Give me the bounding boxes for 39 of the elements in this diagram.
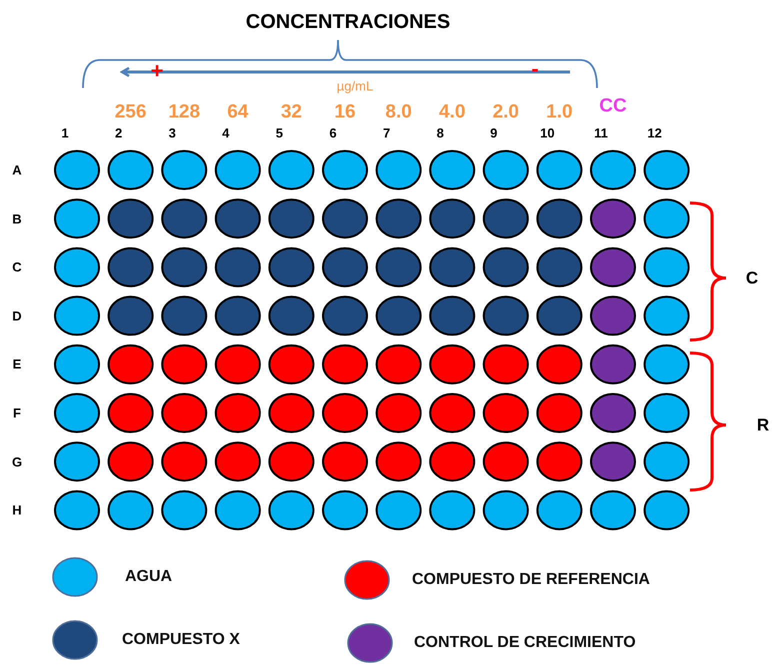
- row-letter: F: [13, 406, 21, 420]
- heading: CONCENTRACIONES: [246, 12, 450, 32]
- concentration-label: 128: [168, 102, 200, 122]
- row-letter: H: [12, 504, 22, 517]
- column-number: 3: [168, 126, 176, 140]
- row-letter: C: [12, 260, 22, 274]
- column-number: 8: [436, 126, 444, 140]
- column-number: 5: [276, 126, 283, 140]
- row-letter: B: [12, 212, 22, 226]
- column-number: 7: [382, 126, 390, 140]
- control-label: CC: [599, 96, 627, 116]
- concentration-label: 4.0: [438, 102, 466, 122]
- row-letter: D: [12, 309, 22, 322]
- column-number: 11: [594, 126, 608, 140]
- row-letter: E: [12, 358, 22, 371]
- legend-label: COMPUESTO X: [122, 631, 240, 649]
- group-label: R: [756, 416, 770, 434]
- column-number: 9: [490, 126, 498, 140]
- legend-label: CONTROL DE CRECIMIENTO: [414, 634, 636, 652]
- column-number: 12: [647, 126, 662, 140]
- group-label: C: [746, 270, 758, 286]
- legend-label: COMPUESTO DE REFERENCIA: [412, 571, 650, 589]
- unit-label: µg/mL: [336, 80, 374, 92]
- column-number: 4: [222, 126, 230, 140]
- concentration-label: 8.0: [385, 102, 412, 122]
- concentration-label: 256: [114, 102, 146, 122]
- column-number: 6: [329, 126, 337, 140]
- minus-sign: -: [531, 58, 539, 80]
- concentration-label: 1.0: [546, 102, 573, 122]
- row-letter: A: [12, 164, 22, 176]
- row-letter: G: [12, 455, 22, 468]
- concentration-label: 2.0: [492, 102, 519, 122]
- column-number: 10: [540, 126, 555, 140]
- column-number: 1: [61, 126, 69, 140]
- concentration-label: 32: [280, 102, 302, 122]
- concentration-label: 64: [227, 102, 248, 122]
- concentration-label: 16: [334, 102, 356, 122]
- column-number: 2: [114, 126, 122, 140]
- legend-label: AGUA: [125, 568, 172, 586]
